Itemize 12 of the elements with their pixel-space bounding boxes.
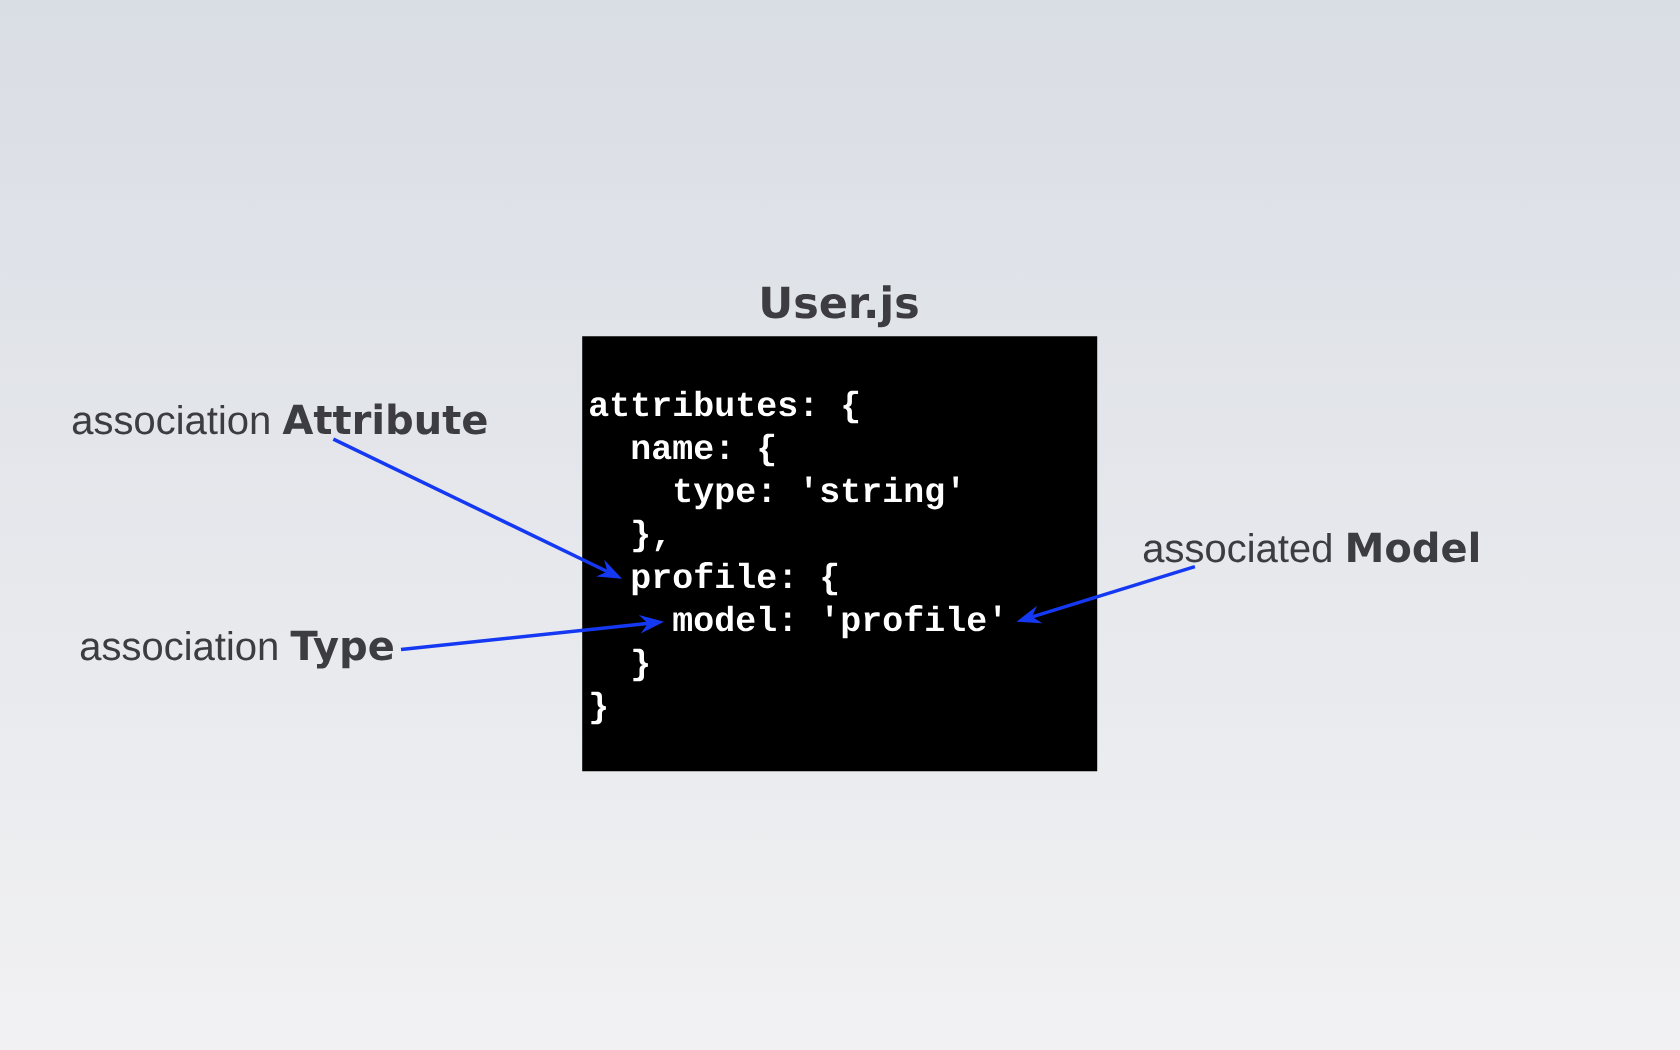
callout-label: association Attribute <box>72 403 487 435</box>
callout-label: association Type <box>80 630 393 669</box>
code-line: type: 'string' <box>674 476 959 510</box>
code-line: attributes: { <box>590 390 859 424</box>
file-title: User.js <box>762 285 918 328</box>
callout-label: associated Model <box>1143 531 1478 563</box>
code-line: }, <box>633 519 664 553</box>
code-line: model: 'profile' <box>673 605 1001 639</box>
code-line: } <box>591 691 606 725</box>
code-line: profile: { <box>632 562 838 596</box>
code-line: } <box>633 648 648 682</box>
code-line: name: { <box>632 433 775 467</box>
